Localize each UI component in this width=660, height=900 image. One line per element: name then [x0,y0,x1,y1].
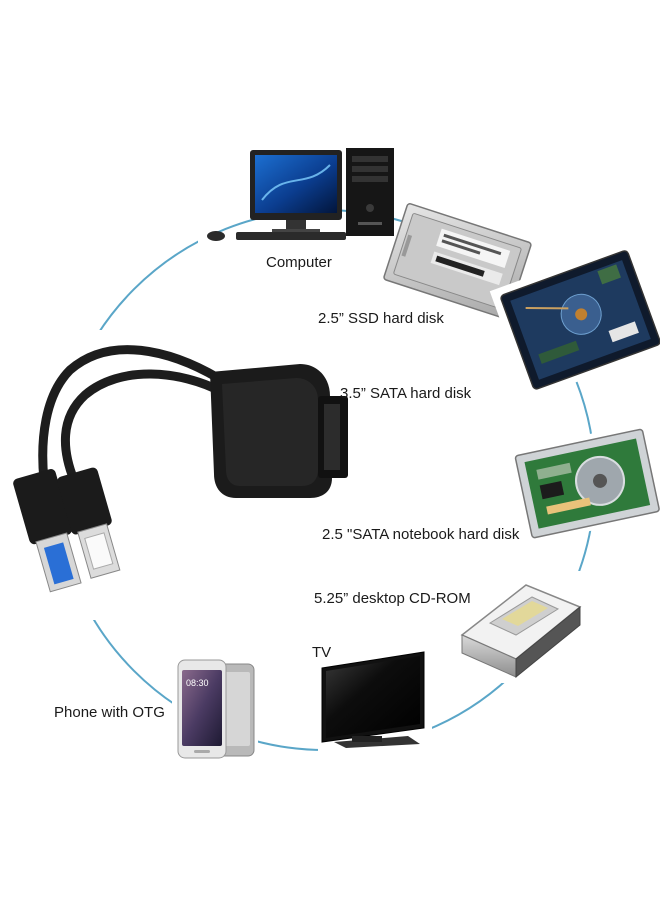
hdd-icon [489,239,660,400]
label-cdrom: 5.25” desktop CD-ROM [314,590,471,607]
label-sata25: 2.5 "SATA notebook hard disk [322,526,520,543]
phone-clock: 08:30 [186,678,209,688]
notebook-hdd-icon [507,422,660,545]
sata-usb-cable-icon [0,330,350,620]
computer-icon [198,148,394,264]
label-ssd: 2.5” SSD hard disk [318,310,444,327]
label-phone: Phone with OTG [54,704,165,721]
cdrom-icon [458,571,584,683]
phone-icon [172,655,258,760]
label-tv: TV [312,644,332,661]
label-computer: Computer [266,254,332,271]
tv-icon [318,651,432,751]
label-sata35: 3.5” SATA hard disk [340,385,472,402]
